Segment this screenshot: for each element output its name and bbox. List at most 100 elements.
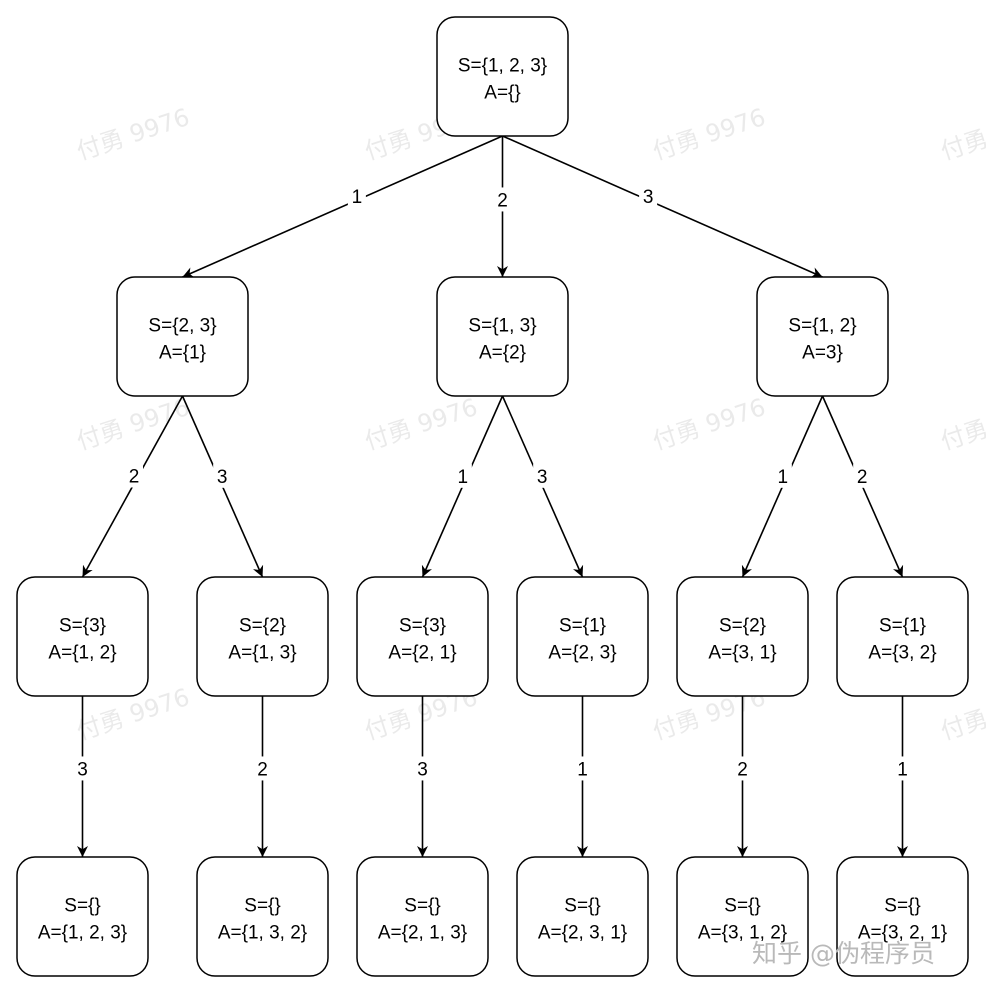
tree-node: S={} A={1, 3, 2} [196,856,329,977]
node-set-label: S={} [244,896,280,917]
node-set-label: S={2, 3} [148,316,216,337]
node-box [676,856,809,977]
node-arrangement-label: A={3, 1, 2} [698,923,787,944]
tree-node: S={3}A={2, 1} [356,576,489,697]
node-box [436,276,569,397]
tree-node: S={} A={1, 2, 3} [16,856,149,977]
tree-node: S={3} A={1, 2} [16,576,149,697]
tree-node: S={} A={2, 3, 1} [516,856,649,977]
node-arrangement-label: A={2, 3, 1} [538,923,627,944]
watermark-text: 付勇 9976 [73,393,193,456]
tree-node: S={1, 3}A={2} [436,276,569,397]
node-arrangement-label: A={} [484,83,520,104]
edge-label: 2 [497,190,508,211]
tree-node: S={}A={3, 1, 2} [676,856,809,977]
node-arrangement-label: A={1, 3} [228,643,296,664]
edge-label-background [453,463,472,488]
edge-label-background [893,756,912,781]
edge-label-background [413,756,432,781]
tree-node: S={2}A={3, 1} [676,576,809,697]
node-set-label: S={1} [559,616,606,637]
edge-label-background [533,463,552,488]
node-set-label: S={} [564,896,600,917]
watermark-text: 付勇 9976 [649,103,769,166]
node-box [116,276,249,397]
edge-label-background [73,756,92,781]
node-box [756,276,889,397]
edge-label-background [733,756,752,781]
edge-label: 3 [77,759,88,780]
edge-label: 3 [537,467,548,488]
edge-arrow [502,135,823,278]
node-set-label: S={3} [59,616,106,637]
node-set-label: S={} [404,896,440,917]
tree-node: S={2} A={1, 3} [196,576,329,697]
edge-label: 2 [857,467,868,488]
node-set-label: S={1, 2} [788,316,856,337]
corner-watermark: 知乎 @伪程序员 [752,939,935,968]
tree-node: S={} A={3, 2, 1} [836,856,969,977]
node-box [196,576,329,697]
watermark-text: 付勇 9976 [937,103,986,166]
edge-label-background [573,756,592,781]
edge-label-background [347,183,366,208]
edge-label: 1 [352,187,363,208]
node-set-label: S={} [884,896,920,917]
node-set-label: S={1} [879,616,926,637]
node-arrangement-label: A={2, 3} [548,643,616,664]
node-set-label: S={2} [719,616,766,637]
tree-node: S={1, 2, 3} A={} [436,16,569,137]
tree-node: S={1} A={3, 2} [836,576,969,697]
node-arrangement-label: A={3, 2} [868,643,936,664]
node-box [516,576,649,697]
edge-label: 3 [417,759,428,780]
edge-label: 2 [129,467,140,488]
edge-label-background [773,463,792,488]
node-box [16,576,149,697]
tree-node: S={2, 3} A={1} [116,276,249,397]
node-box [196,856,329,977]
watermark-text: 付勇 9976 [73,103,193,166]
edge-label-background [124,463,143,488]
node-arrangement-label: A={1, 2} [48,643,116,664]
node-arrangement-label: A={1, 3, 2} [218,923,307,944]
edge-label: 1 [458,467,469,488]
edge-label-background [639,183,658,208]
edge-arrow [182,135,503,278]
edge-label: 2 [257,759,268,780]
node-box [356,856,489,977]
node-box [356,576,489,697]
tree-node: S={} A={2, 1, 3} [356,856,489,977]
tree-node: S={1} A={2, 3} [516,576,649,697]
node-layer: S={1, 2, 3}A={}S={2, 3}A={1}S={1, 3}A={2… [16,16,969,977]
edge-label: 2 [737,759,748,780]
watermark-text: 付勇 9976 [361,393,481,456]
edge-label-background [853,463,872,488]
node-arrangement-label: A={3, 2, 1} [858,923,947,944]
watermark-text: 付勇 9976 [649,393,769,456]
node-arrangement-label: A={1} [159,343,206,364]
node-arrangement-label: A=3} [802,343,843,364]
edge-label-background [213,463,232,488]
edge-label: 1 [897,759,908,780]
node-set-label: S={1, 2, 3} [458,56,547,77]
node-set-label: S={2} [239,616,286,637]
node-box [16,856,149,977]
node-box [436,16,569,137]
node-box [676,576,809,697]
node-box [836,576,969,697]
node-box [516,856,649,977]
edge-label: 1 [577,759,588,780]
node-box [836,856,969,977]
node-set-label: S={} [64,896,100,917]
edge-label: 1 [778,467,789,488]
node-arrangement-label: A={2, 1, 3} [378,923,467,944]
node-arrangement-label: A={2, 1} [388,643,456,664]
edge-label-background [253,756,272,781]
node-set-label: S={1, 3} [468,316,536,337]
watermark-text: 付勇 9976 [937,393,986,456]
edge-label: 3 [217,467,228,488]
node-arrangement-label: A={1, 2, 3} [38,923,127,944]
